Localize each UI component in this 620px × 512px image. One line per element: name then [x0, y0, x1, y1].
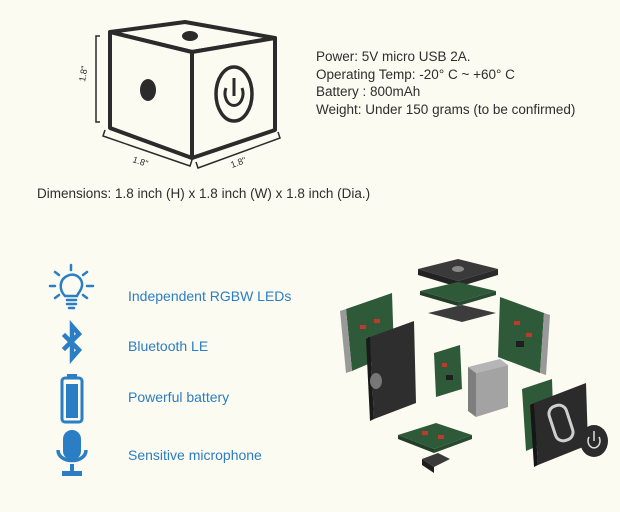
top-dot — [182, 31, 198, 41]
depth-dimension-line — [195, 131, 281, 169]
width-dimension-line — [102, 129, 193, 167]
left-cap-part — [366, 321, 416, 421]
depth-label: 1.8" — [229, 155, 247, 170]
side-dot — [140, 79, 156, 101]
bottom-board-part — [398, 423, 472, 453]
feature-label-bluetooth: Bluetooth LE — [128, 338, 209, 354]
spec-weight: Weight: Under 150 grams (to be confirmed… — [316, 101, 576, 117]
cube-diagram: 1.8" 1.8" 1.8" — [77, 20, 281, 170]
width-label: 1.8" — [131, 154, 149, 168]
height-dimension-line — [95, 35, 100, 123]
exploded-view-illustration — [340, 259, 608, 473]
microphone-icon — [56, 430, 88, 476]
battery-block-part — [468, 359, 508, 417]
power-button-icon — [214, 65, 254, 123]
front-cap-part — [530, 383, 588, 467]
lightbulb-icon — [48, 263, 95, 310]
spec-battery: Battery : 800mAh — [316, 84, 421, 99]
feature-label-battery: Powerful battery — [128, 389, 230, 405]
dimensions-text: Dimensions: 1.8 inch (H) x 1.8 inch (W) … — [37, 186, 371, 201]
spec-list: Power: 5V micro USB 2A. Operating Temp: … — [316, 48, 575, 118]
top-cap-part — [418, 259, 498, 287]
center-board-part — [434, 345, 462, 397]
feature-label-leds: Independent RGBW LEDs — [128, 288, 292, 304]
spec-power: Power: 5V micro USB 2A. — [316, 49, 471, 64]
feature-label-microphone: Sensitive microphone — [128, 447, 262, 463]
top-board-part — [420, 282, 496, 306]
right-board-part — [498, 297, 550, 375]
spec-operating-temp: Operating Temp: -20° C ~ +60° C — [316, 66, 515, 82]
bluetooth-icon — [61, 320, 83, 364]
height-label: 1.8" — [77, 65, 90, 82]
power-button-part — [580, 425, 608, 457]
battery-icon — [60, 374, 84, 424]
